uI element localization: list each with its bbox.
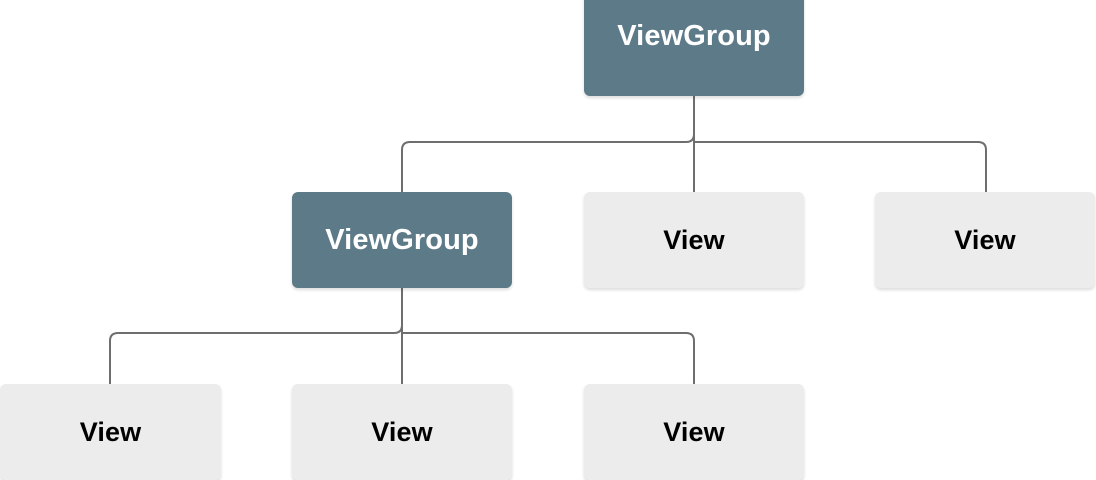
node-label: View: [663, 416, 725, 447]
node-g1[interactable]: ViewGroup: [292, 192, 512, 288]
node-label: View: [954, 224, 1016, 255]
connector-root-g1: [401, 96, 695, 192]
node-label: ViewGroup: [617, 19, 771, 52]
connector-g1-v5: [402, 332, 695, 384]
node-label: View: [371, 416, 433, 447]
node-v3[interactable]: View: [0, 384, 221, 480]
node-v2[interactable]: View: [875, 192, 1095, 288]
node-label: View: [663, 224, 725, 255]
node-v4[interactable]: View: [292, 384, 512, 480]
connector-g1-v3: [109, 288, 403, 384]
node-label: ViewGroup: [325, 223, 479, 256]
node-root[interactable]: ViewGroup: [584, 0, 804, 96]
node-v5[interactable]: View: [584, 384, 804, 480]
connector-root-v2: [694, 141, 987, 192]
node-label: View: [79, 416, 142, 447]
node-v1[interactable]: View: [584, 192, 804, 288]
